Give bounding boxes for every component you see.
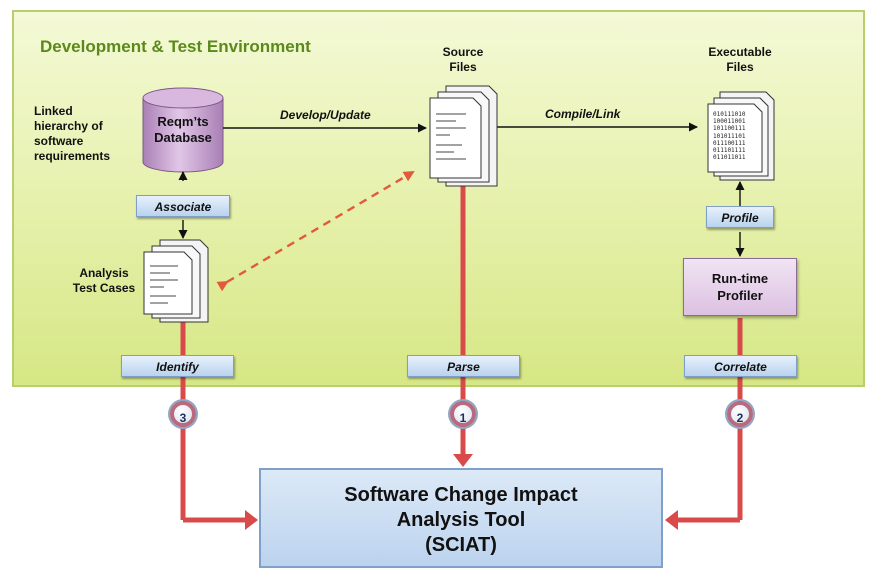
sciat-line: (SCIAT) bbox=[425, 534, 497, 556]
database-label-line: Database bbox=[154, 130, 212, 145]
sciat-tool-box: Software Change Impact Analysis Tool (SC… bbox=[259, 468, 663, 568]
runtime-profiler-line: Run-time bbox=[711, 271, 769, 286]
correlate-tag: Correlate bbox=[684, 355, 797, 377]
binary-line: 010111010 bbox=[713, 111, 746, 118]
step-1-badge: 1 bbox=[450, 401, 476, 427]
red-arrowhead-right bbox=[665, 510, 678, 530]
sciat-line: Software Change Impact bbox=[344, 484, 578, 506]
red-arrowhead-center bbox=[453, 454, 473, 467]
executable-files-label: Executable Files bbox=[695, 45, 785, 75]
source-files-stack bbox=[429, 85, 498, 187]
source-files-label: Source Files bbox=[430, 45, 496, 75]
sciat-line: Analysis Tool bbox=[396, 509, 526, 531]
compile-link-label: Compile/Link bbox=[545, 107, 621, 121]
binary-line: 011101111 bbox=[713, 147, 746, 155]
linked-hierarchy-line: software bbox=[34, 134, 84, 148]
binary-line: 101100111 bbox=[713, 125, 746, 133]
source-files-line: Files bbox=[449, 60, 477, 74]
profile-tag: Profile bbox=[706, 206, 774, 228]
executable-files-line: Files bbox=[726, 60, 754, 74]
database-label: Reqm’ts Database bbox=[143, 114, 223, 146]
develop-update-label: Develop/Update bbox=[280, 108, 371, 122]
binary-content: 010111010 100011001 101100111 101011101 … bbox=[713, 111, 759, 161]
runtime-profiler-box: Run-time Profiler bbox=[683, 258, 797, 316]
linked-hierarchy-line: hierarchy of bbox=[34, 119, 103, 133]
linked-hierarchy-line: requirements bbox=[34, 149, 111, 163]
analysis-test-cases-stack bbox=[143, 239, 209, 323]
binary-line: 011011011 bbox=[713, 154, 746, 162]
database-label-line: Reqm’ts bbox=[157, 114, 209, 129]
linked-hierarchy-label: Linked hierarchy of software requirement… bbox=[34, 104, 110, 164]
step-3-badge: 3 bbox=[170, 401, 196, 427]
binary-line: 100011001 bbox=[713, 118, 746, 126]
analysis-test-cases-label: Analysis Test Cases bbox=[64, 266, 144, 296]
linked-hierarchy-line: Linked bbox=[34, 104, 73, 118]
source-files-line: Source bbox=[442, 45, 484, 59]
analysis-test-cases-line: Test Cases bbox=[72, 281, 136, 295]
binary-line: 011100111 bbox=[713, 139, 746, 147]
executable-files-line: Executable bbox=[708, 45, 772, 59]
executable-files-stack bbox=[707, 91, 775, 181]
associate-tag: Associate bbox=[136, 195, 230, 217]
red-arrowhead-left bbox=[245, 510, 258, 530]
requirements-database-cylinder bbox=[142, 87, 224, 173]
traceability-dashed-arrow bbox=[216, 170, 415, 292]
environment-title: Development & Test Environment bbox=[40, 37, 311, 56]
step-2-badge: 2 bbox=[727, 401, 753, 427]
binary-line: 101011101 bbox=[713, 132, 746, 140]
analysis-test-cases-line: Analysis bbox=[79, 266, 129, 280]
parse-tag: Parse bbox=[407, 355, 520, 377]
identify-tag: Identify bbox=[121, 355, 234, 377]
runtime-profiler-line: Profiler bbox=[717, 288, 763, 303]
